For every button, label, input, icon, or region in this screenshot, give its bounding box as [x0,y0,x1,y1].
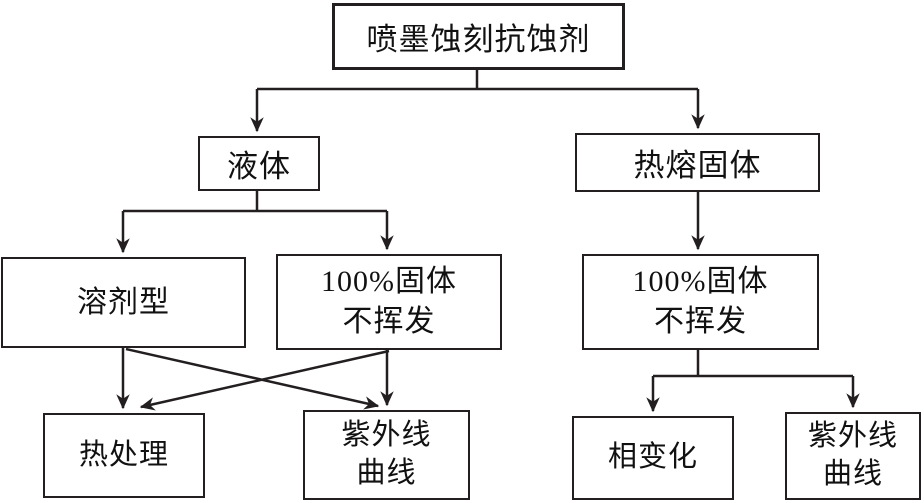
root-label: 喷墨蚀刻抗蚀剂 [366,22,591,57]
solid-100-nonvolatile-right-box: 100%固体 不挥发 [582,254,819,350]
phase-change-box: 相变化 [572,416,734,500]
solid-100-right-line2: 不挥发 [654,305,747,338]
root-box: 喷墨蚀刻抗蚀剂 [332,3,625,70]
edge-root-stem [257,69,698,91]
solvent-type-label: 溶剂型 [77,285,170,319]
heat-treatment-box: 热处理 [43,413,205,498]
uv-cure-left-line2: 曲线 [356,457,417,489]
uv-cure-right-box: 紫外线 曲线 [785,412,921,500]
uv-cure-right-line1: 紫外线 [807,420,898,453]
phase-change-label: 相变化 [607,441,698,474]
edge-liquid-stem [123,190,387,213]
solvent-type-box: 溶剂型 [1,257,246,348]
solid-100-left-line2: 不挥发 [342,305,436,338]
hotmelt-solid-label: 热熔固体 [633,148,762,183]
edge-solid-left-heat [139,349,390,411]
uv-cure-right-line2: 曲线 [822,458,883,490]
uv-cure-left-box: 紫外线 曲线 [303,410,470,500]
solid-100-right-line1: 100%固体 [632,265,769,299]
edge-solvent-uv-left [125,347,380,410]
solid-100-nonvolatile-left-box: 100%固体 不挥发 [276,254,502,350]
liquid-box: 液体 [198,136,320,191]
solid-100-left-line1: 100%固体 [321,265,457,299]
edge-solid-right-stem [653,349,853,378]
heat-treatment-label: 热处理 [78,438,169,471]
liquid-label: 液体 [227,149,291,184]
uv-cure-left-line1: 紫外线 [341,419,432,452]
hotmelt-solid-box: 热熔固体 [575,133,820,192]
